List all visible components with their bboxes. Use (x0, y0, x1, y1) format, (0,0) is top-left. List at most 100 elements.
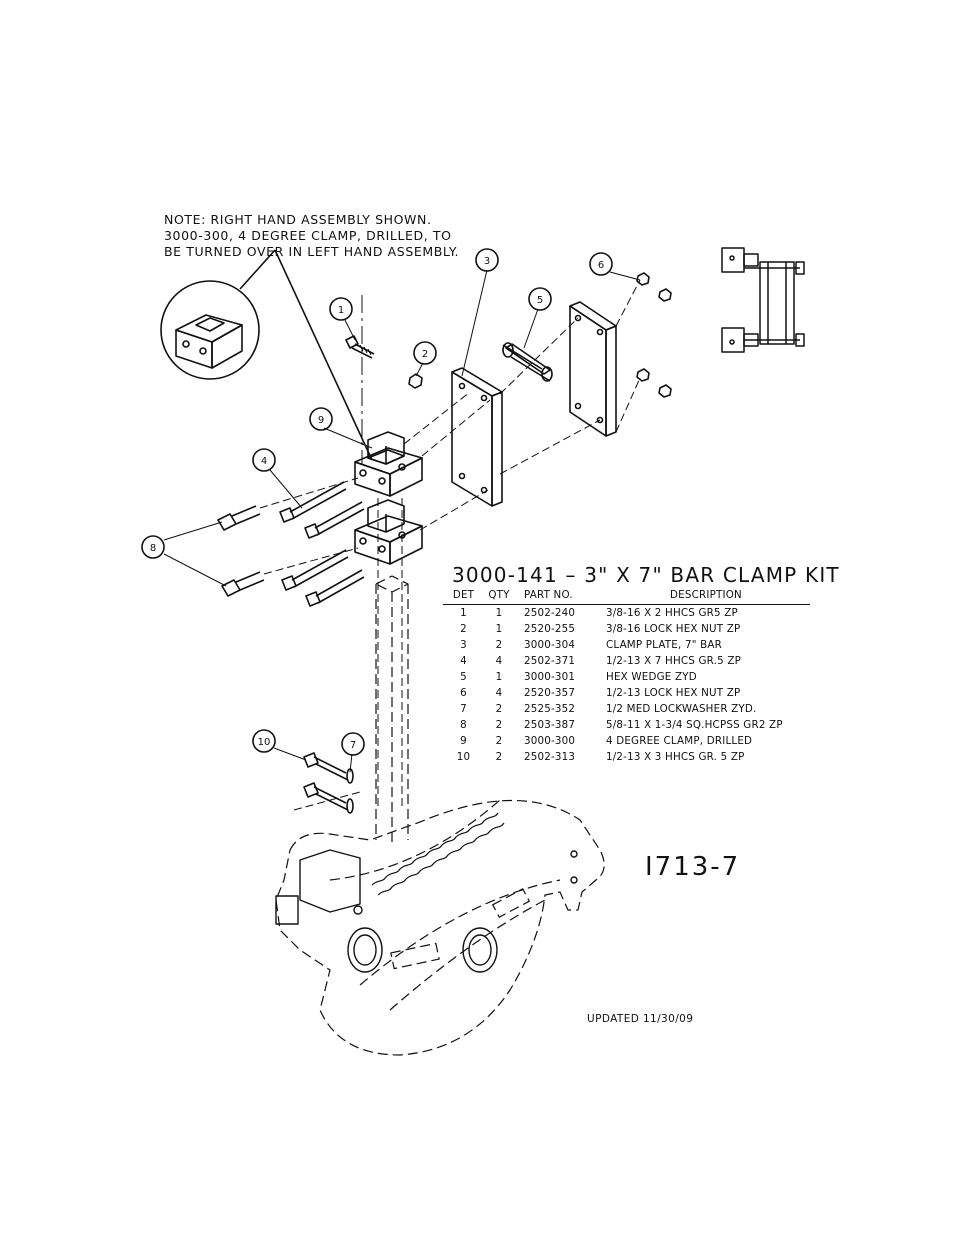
bom-part: 2502-371 (524, 655, 576, 667)
bom-description: 4 DEGREE CLAMP, DRILLED (606, 735, 753, 747)
bom-header-description: DESCRIPTION (602, 588, 810, 605)
balloon-3: 3 (475, 248, 499, 272)
bom-qty: 2 (495, 751, 503, 763)
balloon-10: 10 (252, 729, 276, 753)
row-unit-phantom (275, 799, 605, 1056)
clamp-plate-left (451, 367, 503, 507)
bom-qty: 2 (495, 639, 503, 651)
set-screws (217, 505, 265, 597)
bom-qty: 1 (495, 623, 503, 635)
bom-header-part: PART NO. (514, 588, 602, 605)
bom-det: 7 (460, 703, 467, 715)
balloon-1: 1 (329, 297, 353, 321)
svg-text:2: 2 (422, 349, 428, 360)
assembly-note: NOTE: RIGHT HAND ASSEMBLY SHOWN. 3000-30… (164, 212, 460, 259)
bom-part: 3000-301 (524, 671, 576, 683)
bom-description: 1/2-13 X 3 HHCS GR. 5 ZP (606, 751, 745, 763)
svg-text:1: 1 (338, 305, 344, 316)
bom-qty: 2 (495, 719, 503, 731)
bom-det: 5 (460, 671, 467, 683)
small-nut (408, 373, 423, 389)
bom-part: 2525-352 (524, 703, 576, 715)
spring (371, 812, 505, 896)
balloon-2: 2 (413, 341, 437, 365)
bom-det: 1 (460, 607, 467, 619)
upper-clamp (354, 431, 423, 497)
bom-description: 1/2-13 X 7 HHCS GR.5 ZP (606, 655, 742, 667)
bom-part: 3000-304 (524, 639, 576, 651)
bolts-washers (303, 752, 354, 814)
bom-description: CLAMP PLATE, 7" BAR (606, 639, 722, 651)
svg-text:4: 4 (261, 456, 267, 467)
bom-part: 2502-240 (524, 607, 576, 619)
table-row: 7 2 2525-352 1/2 MED LOCKWASHER ZYD. (443, 701, 810, 717)
bom-header-det: DET (443, 588, 484, 605)
drawing-number: I713-7 (645, 852, 741, 882)
balloon-4: 4 (252, 448, 276, 472)
bom-header-qty: QTY (484, 588, 514, 605)
bom-det: 9 (460, 735, 467, 747)
table-row: 3 2 3000-304 CLAMP PLATE, 7" BAR (443, 637, 810, 653)
leader-lines (163, 269, 641, 773)
assembly-lines (259, 279, 641, 811)
bom-qty: 1 (495, 671, 503, 683)
bom-description: HEX WEDGE ZYD (606, 671, 697, 683)
bom-qty: 2 (495, 735, 503, 747)
table-row: 10 2 2502-313 1/2-13 X 3 HHCS GR. 5 ZP (443, 749, 810, 765)
bom-part: 3000-300 (524, 735, 576, 747)
svg-text:5: 5 (537, 295, 543, 306)
bar (375, 575, 409, 846)
table-row: 8 2 2503-387 5/8-11 X 1-3/4 SQ.HCPSS GR2… (443, 717, 810, 733)
bom-description: 1/2 MED LOCKWASHER ZYD. (606, 703, 757, 715)
hex-wedge (502, 342, 553, 382)
bom-part: 2520-255 (524, 623, 576, 635)
table-row: 4 4 2502-371 1/2-13 X 7 HHCS GR.5 ZP (443, 653, 810, 669)
bom-qty: 1 (495, 607, 503, 619)
table-row: 5 1 3000-301 HEX WEDGE ZYD (443, 669, 810, 685)
balloon-9: 9 (309, 407, 333, 431)
long-bolts (279, 481, 365, 607)
balloon-5: 5 (528, 287, 552, 311)
lock-nuts (636, 272, 672, 398)
small-bolt (345, 335, 375, 359)
bom-det: 2 (460, 623, 467, 635)
lower-clamp (354, 499, 423, 565)
bom-description: 1/2-13 LOCK HEX NUT ZP (606, 687, 741, 699)
bom-det: 6 (460, 687, 467, 699)
bom-part: 2503-387 (524, 719, 576, 731)
svg-text:8: 8 (150, 543, 156, 554)
bom-qty: 2 (495, 703, 503, 715)
table-row: 2 1 2520-255 3/8-16 LOCK HEX NUT ZP (443, 621, 810, 637)
bom-description: 3/8-16 X 2 HHCS GR5 ZP (606, 607, 738, 619)
svg-text:7: 7 (350, 740, 356, 751)
updated-date: UPDATED 11/30/09 (587, 1013, 694, 1025)
svg-text:10: 10 (258, 737, 271, 748)
balloon-7: 7 (341, 732, 365, 756)
bom-qty: 4 (495, 655, 503, 667)
table-row: 9 2 3000-300 4 DEGREE CLAMP, DRILLED (443, 733, 810, 749)
assembled-kit-view (721, 247, 805, 353)
bom-description: 5/8-11 X 1-3/4 SQ.HCPSS GR2 ZP (606, 719, 783, 731)
bill-of-materials: DET QTY PART NO. DESCRIPTION 1 1 2502-24… (443, 588, 810, 765)
table-row: 1 1 2502-240 3/8-16 X 2 HHCS GR5 ZP (443, 605, 810, 622)
table-row: 6 4 2520-357 1/2-13 LOCK HEX NUT ZP (443, 685, 810, 701)
balloon-8: 8 (141, 535, 165, 559)
bom-det: 3 (460, 639, 467, 651)
bom-det: 10 (456, 751, 471, 763)
balloon-6: 6 (589, 252, 613, 276)
bom-det: 4 (460, 655, 467, 667)
bom-part: 2502-313 (524, 751, 576, 763)
bom-qty: 4 (495, 687, 503, 699)
bom-description: 3/8-16 LOCK HEX NUT ZP (606, 623, 741, 635)
bom-det: 8 (460, 719, 467, 731)
kit-title: 3000-141 – 3" X 7" BAR CLAMP KIT (452, 563, 840, 587)
svg-text:3: 3 (484, 256, 490, 267)
bom-header-row: DET QTY PART NO. DESCRIPTION (443, 588, 810, 605)
svg-text:6: 6 (598, 260, 604, 271)
bom-part: 2520-357 (524, 687, 576, 699)
svg-text:9: 9 (318, 415, 324, 426)
clamp-plate-right (569, 301, 617, 437)
row-unit-details (275, 849, 578, 973)
detail-view-clamp (160, 249, 373, 461)
